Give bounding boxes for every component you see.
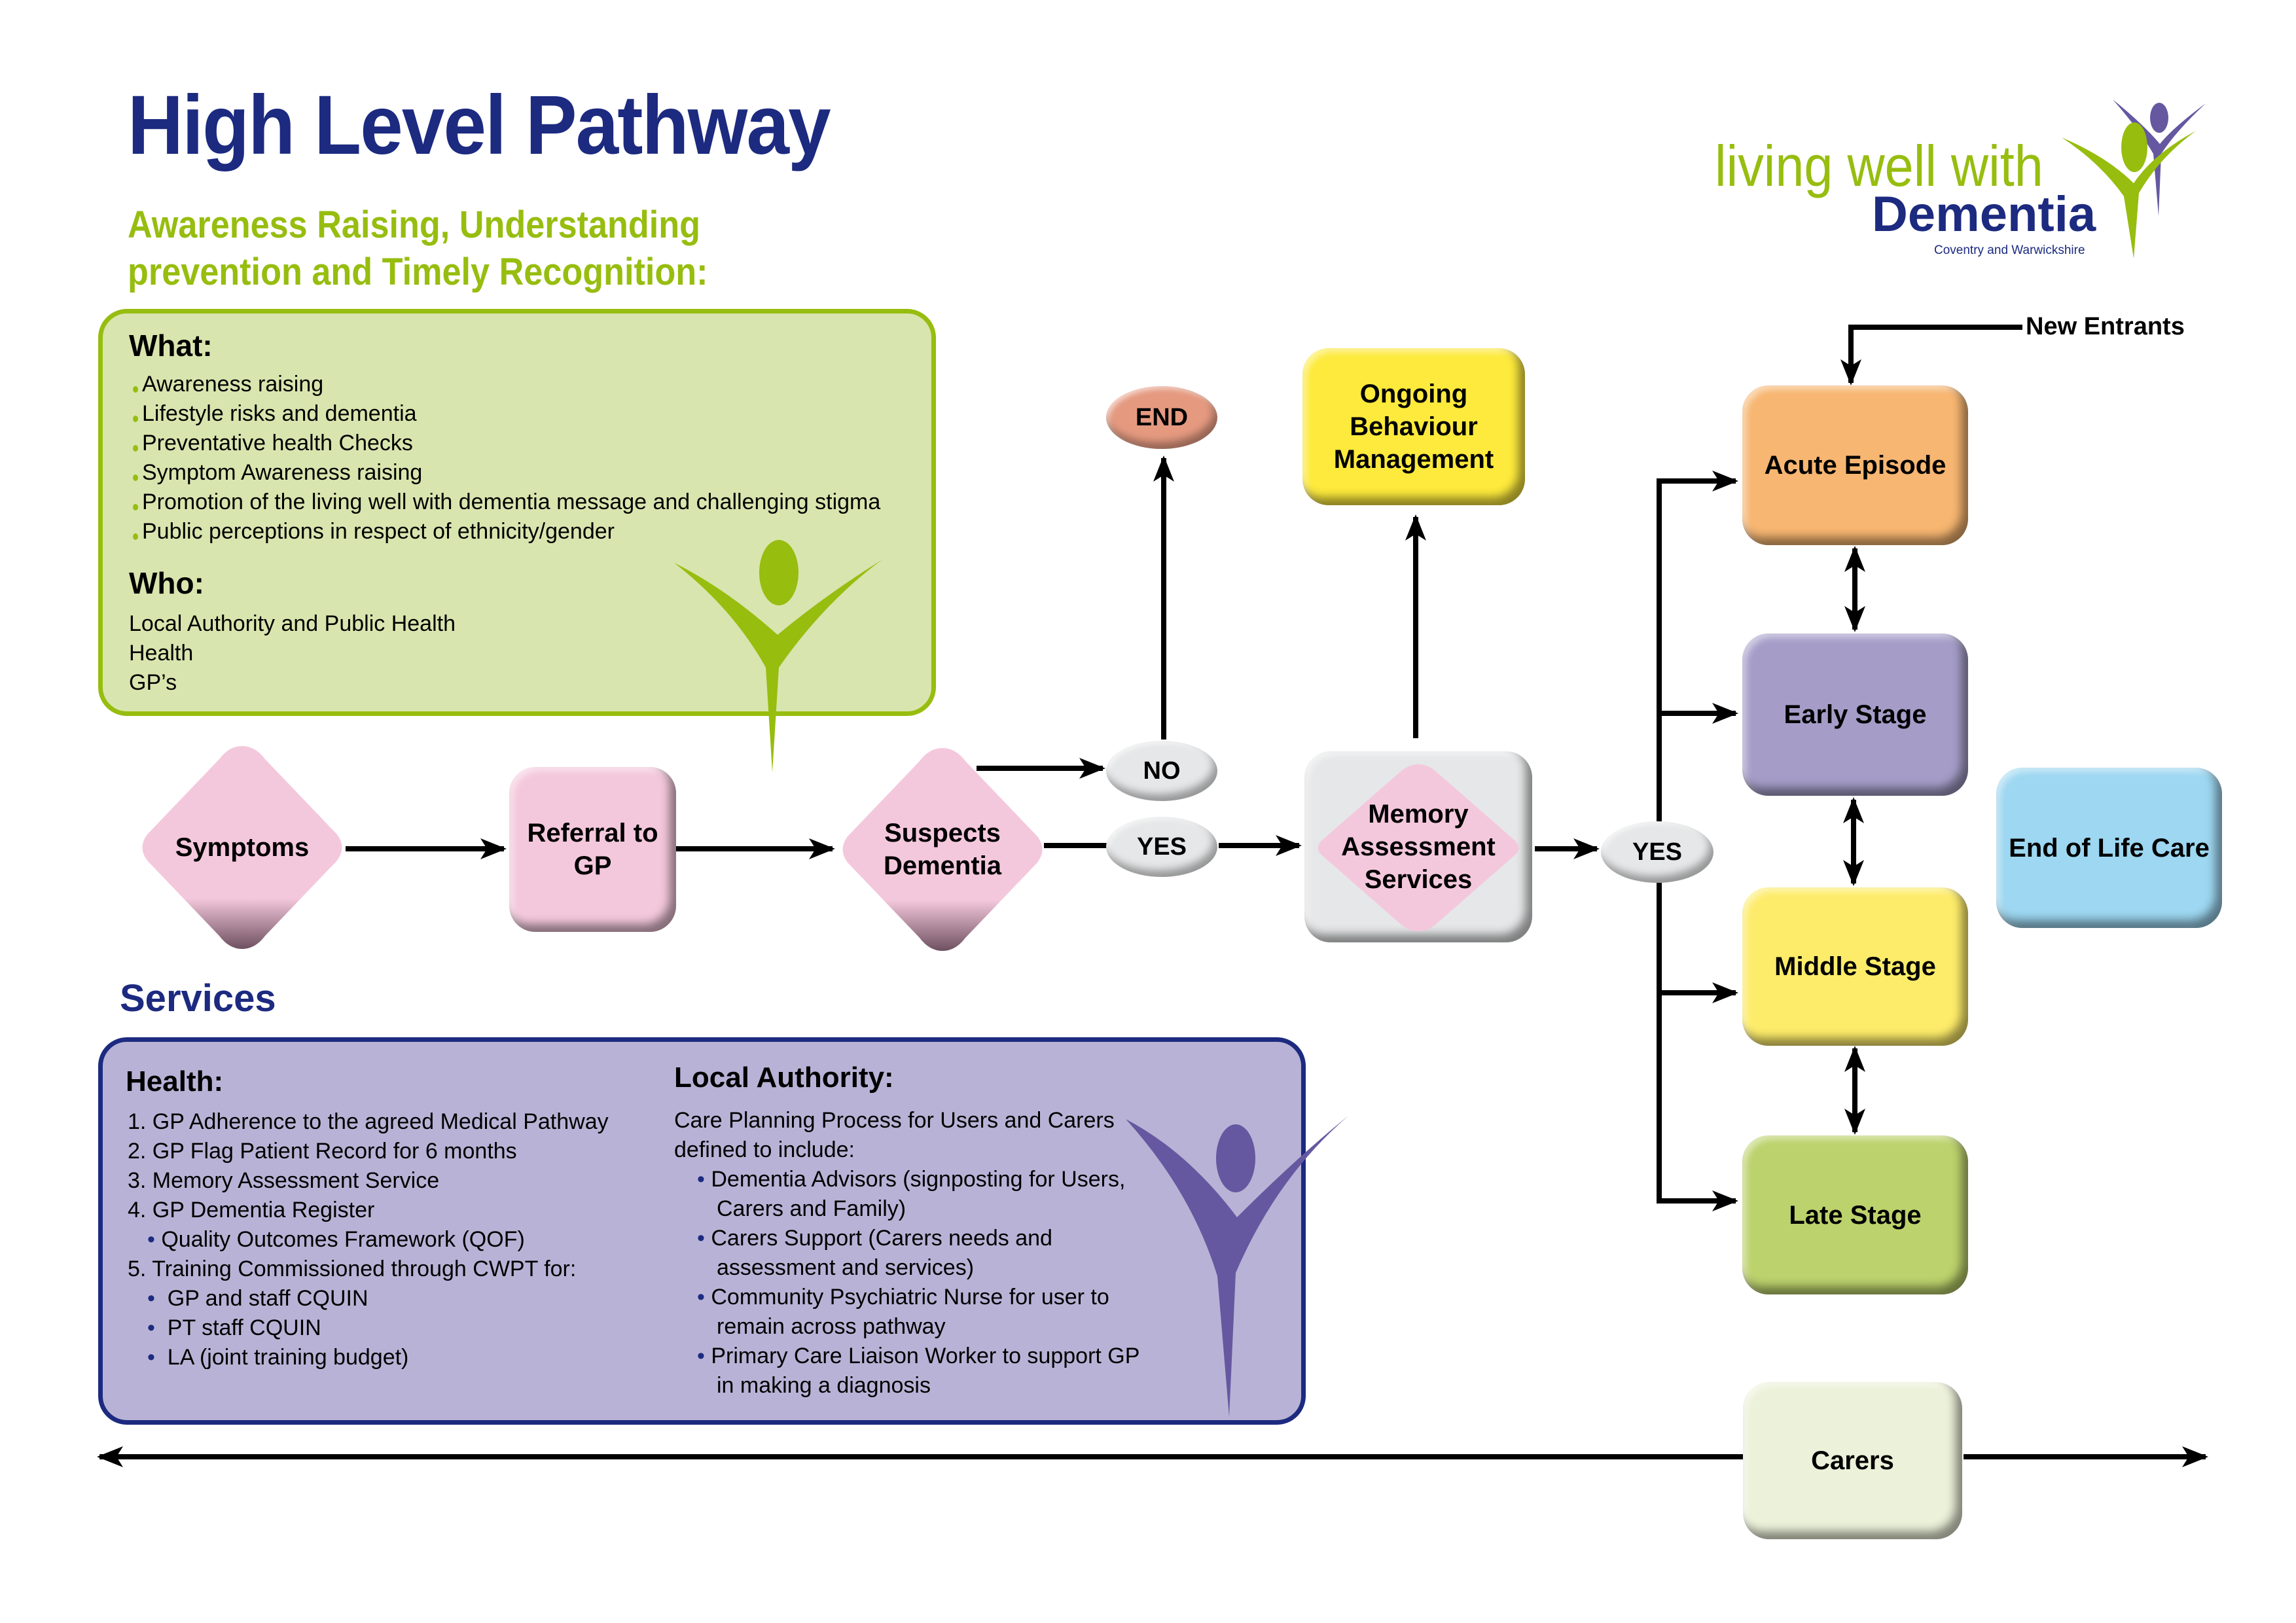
- awareness-panel: What: Awareness raising Lifestyle risks …: [98, 309, 936, 716]
- end-node[interactable]: END: [1106, 386, 1217, 449]
- list-item: 2. GP Flag Patient Record for 6 months: [128, 1139, 517, 1164]
- branch-trunk: [1657, 478, 1698, 826]
- yes-decision-2[interactable]: YES: [1601, 821, 1713, 883]
- new-entrants-label: New Entrants: [2026, 313, 2185, 340]
- list-item: • PT staff CQUIN: [147, 1315, 321, 1340]
- middle-stage-node[interactable]: Middle Stage: [1742, 887, 1968, 1046]
- bullet-icon: •: [147, 1315, 168, 1340]
- list-item: Promotion of the living well with dement…: [133, 488, 880, 517]
- memory-assessment-services-node[interactable]: Memory Assessment Services: [1304, 751, 1532, 942]
- page-title: High Level Pathway: [128, 79, 831, 172]
- bullet-icon: •: [697, 1167, 711, 1192]
- list-item: • Quality Outcomes Framework (QOF): [147, 1227, 525, 1252]
- early-stage-node[interactable]: Early Stage: [1742, 633, 1968, 796]
- services-title: Services: [120, 977, 276, 1020]
- list-item: GP’s: [129, 670, 177, 695]
- list-item: • Community Psychiatric Nurse for user t…: [697, 1285, 1109, 1339]
- bullet-icon: [133, 445, 138, 452]
- bullet-icon: •: [147, 1227, 162, 1252]
- health-heading: Health:: [126, 1065, 224, 1097]
- bullet-icon: •: [697, 1285, 711, 1310]
- bullet-icon: •: [697, 1344, 711, 1368]
- bullet-icon: •: [147, 1345, 168, 1370]
- ongoing-behaviour-management-node[interactable]: Ongoing Behaviour Management: [1302, 348, 1525, 505]
- diamond-shape: [1318, 764, 1519, 931]
- bullet-icon: •: [147, 1286, 168, 1311]
- who-list: Local Authority and Public Health Health…: [129, 609, 456, 698]
- section-subtitle: Awareness Raising, Understanding prevent…: [128, 202, 708, 296]
- logo-text-dementia: Dementia: [1872, 187, 2096, 242]
- purple-figure-icon: [1126, 1116, 1348, 1417]
- subtitle-line-1: Awareness Raising, Understanding: [128, 204, 701, 246]
- services-panel: Health: 1. GP Adherence to the agreed Me…: [98, 1037, 1306, 1425]
- list-item: Awareness raising: [133, 370, 880, 399]
- list-item: 4. GP Dementia Register: [128, 1198, 375, 1222]
- list-item: Preventative health Checks: [133, 429, 880, 458]
- list-item: 5. Training Commissioned through CWPT fo…: [128, 1257, 577, 1281]
- green-figure-icon: [674, 540, 882, 772]
- list-item: Public perceptions in respect of ethnici…: [133, 517, 880, 546]
- list-item: • LA (joint training budget): [147, 1345, 409, 1370]
- arrow-new-entrants: [1840, 325, 2022, 385]
- who-heading: Who:: [129, 566, 204, 600]
- diamond-shape: [142, 746, 342, 949]
- yes-decision[interactable]: YES: [1106, 817, 1217, 877]
- memory-assessment-label: Memory Assessment Services: [1341, 800, 1496, 894]
- symptoms-label: Symptoms: [175, 833, 310, 862]
- suspects-dementia-node[interactable]: Suspects Dementia: [834, 741, 1050, 957]
- acute-episode-node[interactable]: Acute Episode: [1742, 385, 1968, 545]
- bullet-icon: [133, 386, 138, 393]
- late-stage-node[interactable]: Late Stage: [1742, 1135, 1968, 1294]
- logo-text-living-well: living well with: [1715, 134, 2043, 198]
- what-heading: What:: [129, 329, 213, 363]
- list-item: • Carers Support (Carers needs and asses…: [697, 1226, 1052, 1280]
- list-item: 1. GP Adherence to the agreed Medical Pa…: [128, 1109, 609, 1134]
- la-intro-line-2: defined to include:: [674, 1137, 855, 1162]
- list-item: Local Authority and Public Health: [129, 611, 456, 636]
- local-authority-list: Care Planning Process for Users and Care…: [674, 1106, 1139, 1400]
- diamond-shape: [842, 748, 1043, 951]
- list-item: • Primary Care Liaison Worker to support…: [697, 1344, 1140, 1398]
- bullet-icon: [133, 416, 138, 422]
- bullet-icon: [133, 504, 138, 510]
- list-item: • GP and staff CQUIN: [147, 1286, 368, 1311]
- list-item: Lifestyle risks and dementia: [133, 399, 880, 429]
- symptoms-node[interactable]: Symptoms: [134, 740, 350, 955]
- la-intro-line-1: Care Planning Process for Users and Care…: [674, 1108, 1115, 1133]
- suspects-dementia-label: Suspects Dementia: [883, 819, 1002, 880]
- two-figures-raised-arms-icon: [2062, 99, 2206, 259]
- logo-text-region: Coventry and Warwickshire: [1934, 243, 2085, 257]
- list-item: Health: [129, 641, 194, 666]
- list-item: • Dementia Advisors (signposting for Use…: [697, 1167, 1126, 1221]
- no-decision[interactable]: NO: [1106, 741, 1217, 801]
- list-item: Symptom Awareness raising: [133, 458, 880, 488]
- carers-node[interactable]: Carers: [1743, 1382, 1962, 1539]
- list-item: 3. Memory Assessment Service: [128, 1168, 440, 1193]
- what-list: Awareness raising Lifestyle risks and de…: [133, 370, 880, 546]
- bullet-icon: [133, 533, 138, 540]
- local-authority-heading: Local Authority:: [674, 1061, 894, 1094]
- subtitle-line-2: prevention and Timely Recognition:: [128, 251, 708, 293]
- bullet-icon: •: [697, 1226, 711, 1251]
- health-list: 1. GP Adherence to the agreed Medical Pa…: [128, 1107, 609, 1372]
- end-of-life-care-node[interactable]: End of Life Care: [1996, 768, 2222, 928]
- bullet-icon: [133, 474, 138, 481]
- referral-to-gp-node[interactable]: Referral to GP: [509, 767, 676, 932]
